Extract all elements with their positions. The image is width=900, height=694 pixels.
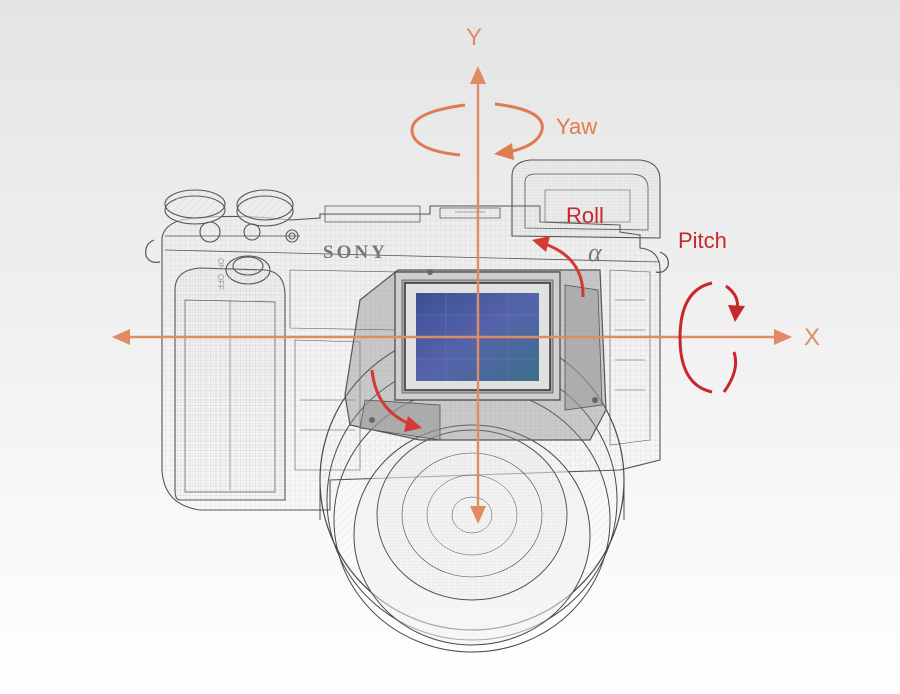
yaw-rotation-arrow xyxy=(410,102,544,160)
camera-brand-logo: SONY xyxy=(323,242,388,263)
sensor-assembly xyxy=(344,269,607,441)
x-axis xyxy=(112,329,792,345)
y-axis xyxy=(470,66,486,524)
x-axis-label: X xyxy=(804,324,821,351)
lens-wireframe xyxy=(319,329,625,653)
roll-label: Roll xyxy=(566,203,604,228)
dial-on-label: ON xyxy=(216,258,225,270)
camera-model-symbol: α xyxy=(588,238,602,267)
pitch-rotation-arrow xyxy=(678,281,745,394)
y-axis-label: Y xyxy=(466,24,483,51)
pitch-label: Pitch xyxy=(678,228,727,253)
dial-off-label: OFF xyxy=(216,274,225,290)
yaw-label: Yaw xyxy=(556,114,598,139)
roll-rotation-arrow xyxy=(370,236,585,432)
